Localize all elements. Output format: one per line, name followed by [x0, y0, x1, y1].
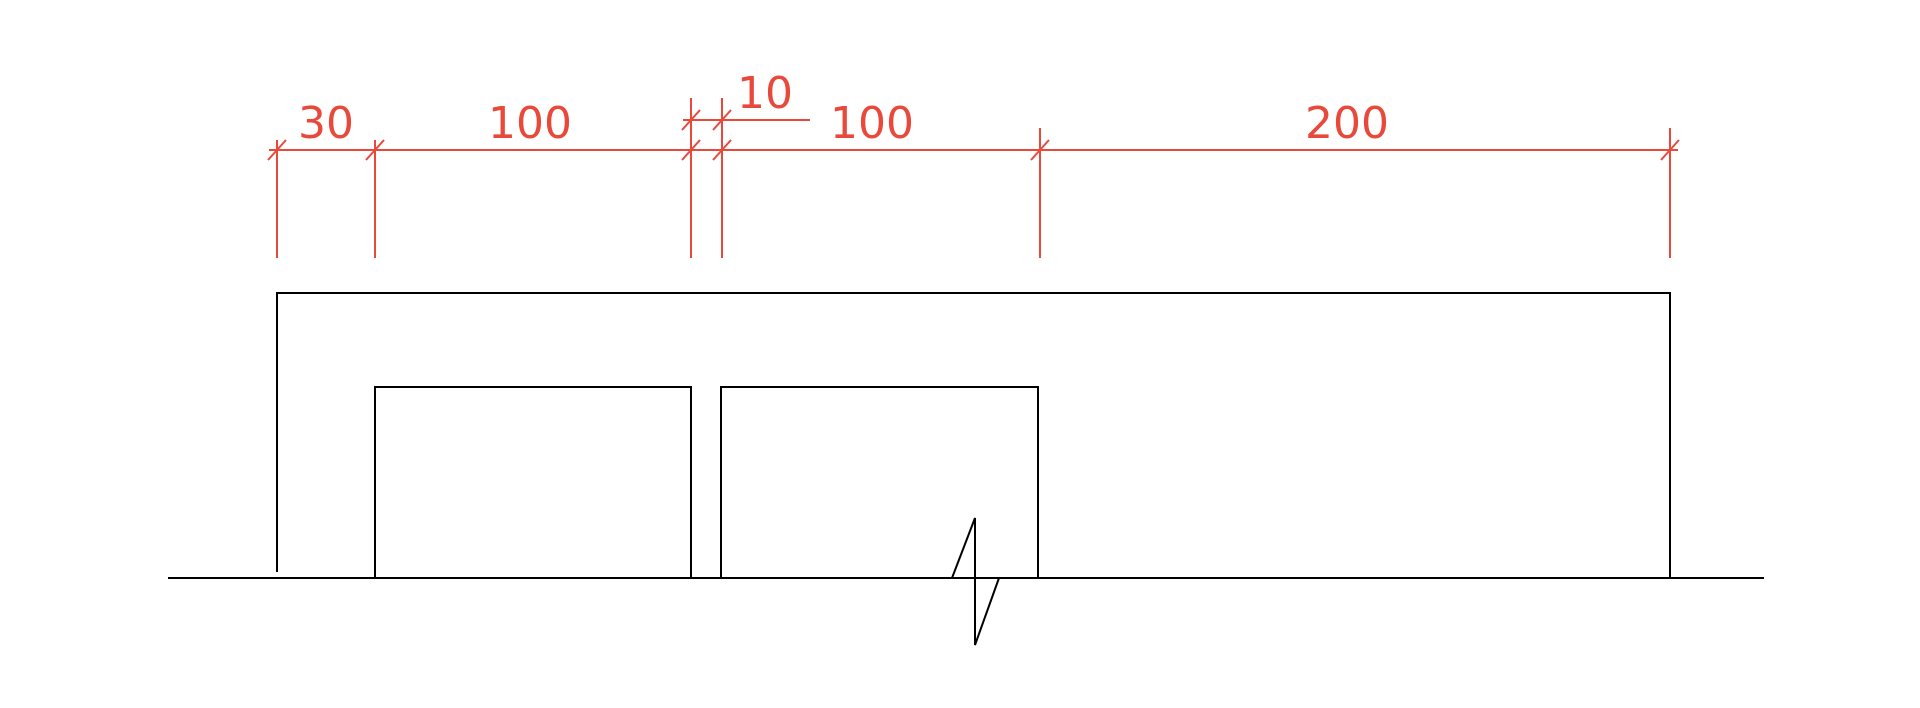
tick-mark: [712, 109, 732, 131]
dimension-label-10: 10: [737, 68, 793, 119]
tick-mark: [712, 139, 732, 161]
break-line-symbol: [951, 517, 1000, 646]
tick-mark: [1660, 139, 1680, 161]
tick-mark: [681, 109, 701, 131]
inner-box-left: [374, 386, 692, 578]
tick-mark: [267, 139, 287, 161]
inner-box-right: [720, 386, 1039, 578]
outer-frame: [276, 292, 1671, 578]
tick-mark: [1030, 139, 1050, 161]
tick-mark: [681, 139, 701, 161]
tick-mark: [365, 139, 385, 161]
dimension-label-100-left: 100: [488, 98, 572, 149]
dimension-label-200: 200: [1305, 98, 1389, 149]
dimension-group: 30 100 10 100 200: [267, 68, 1680, 258]
dimension-label-100-right: 100: [830, 98, 914, 149]
dimension-label-30: 30: [298, 98, 354, 149]
